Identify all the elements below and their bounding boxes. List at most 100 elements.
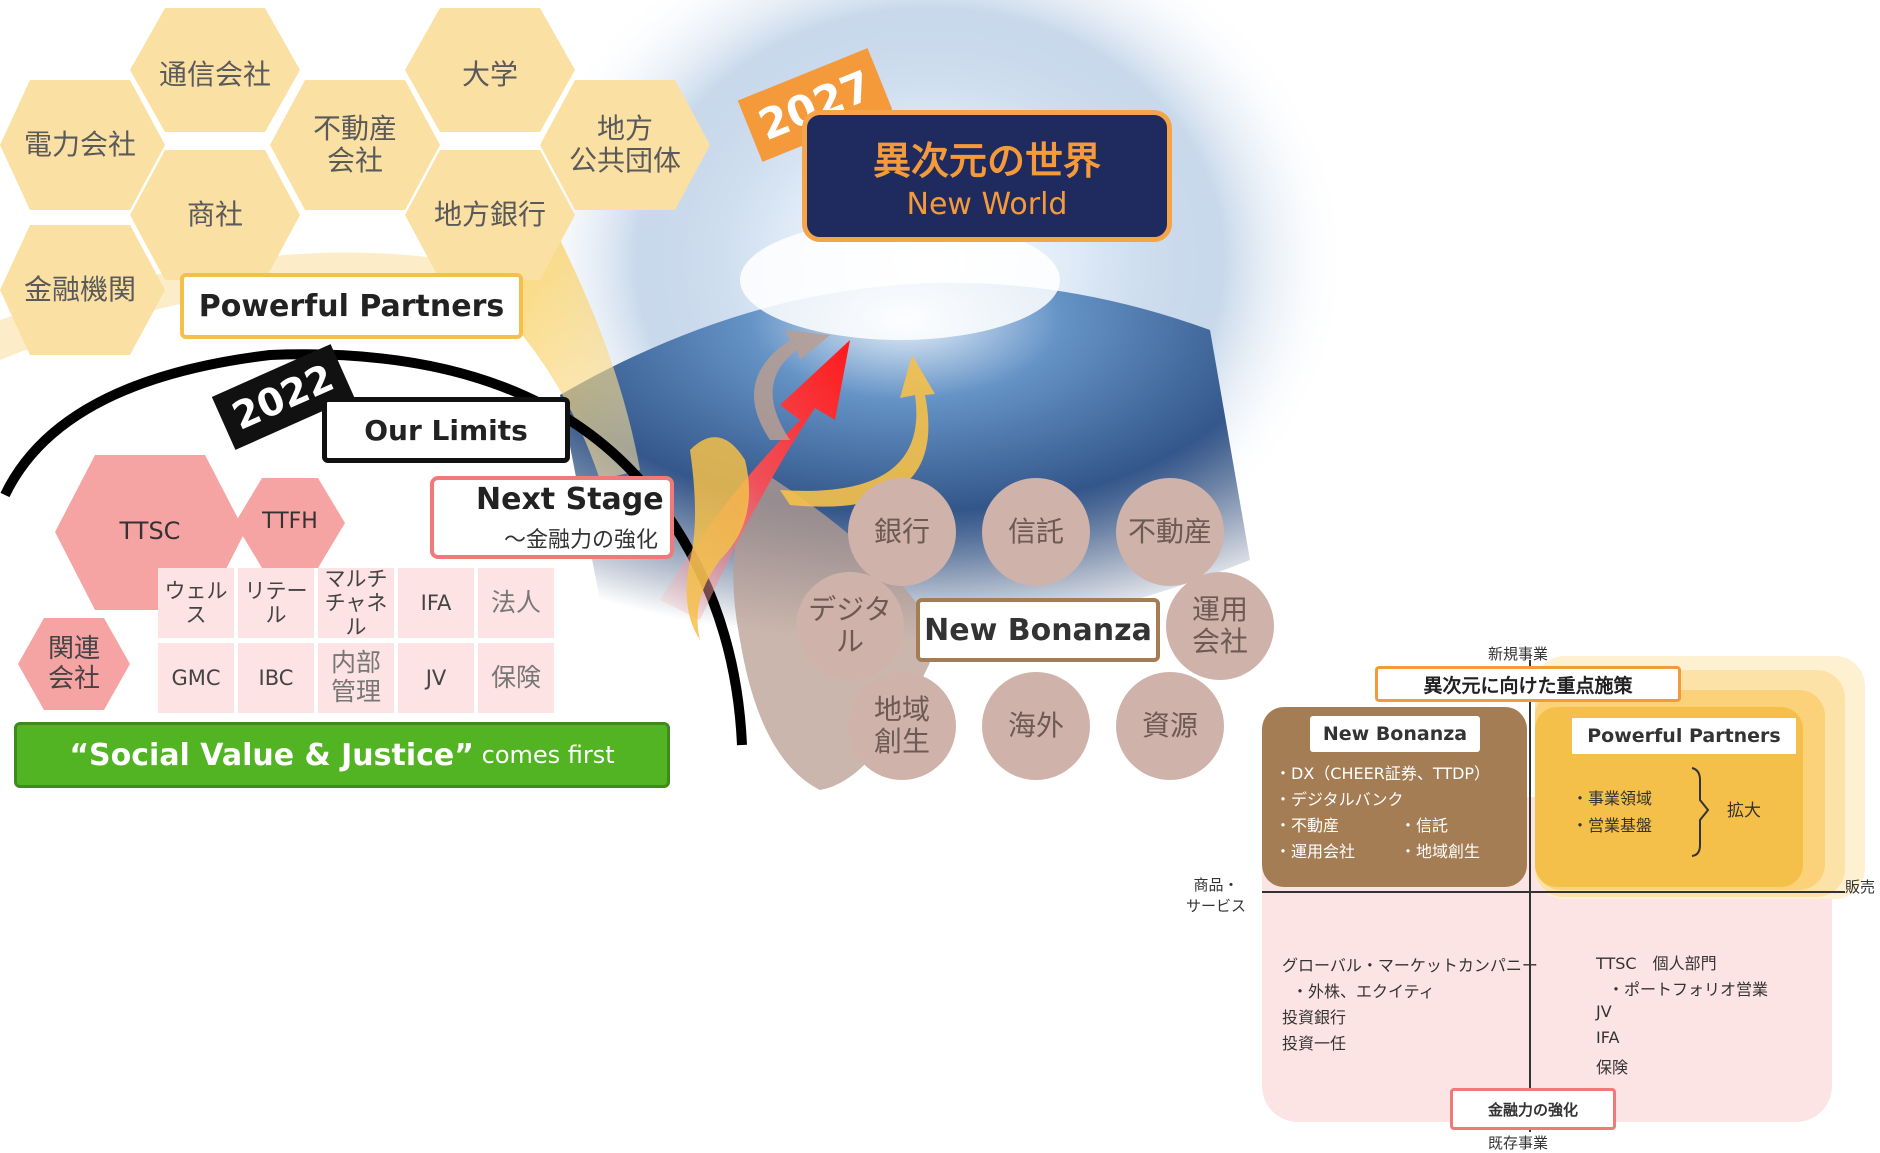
q1-item: ・運用会社	[1275, 842, 1356, 861]
partner-hex-label: 商社	[186, 197, 243, 231]
q2-items: ・事業領域 ・営業基盤	[1572, 785, 1702, 845]
partner-hex-label: 通信会社	[158, 57, 271, 91]
powerful-partners-label: Powerful Partners	[180, 273, 523, 339]
new-world-title: 異次元の世界	[872, 139, 1101, 183]
matrix-title: 異次元に向けた重点施策	[1375, 666, 1681, 702]
new-bonanza-text: New Bonanza	[924, 612, 1152, 648]
q1-items: ・DX（CHEER証券、TTDP） ・デジタルバンク ・不動産 ・信託 ・運用会…	[1275, 760, 1525, 880]
grid-cell-label: GMC	[171, 665, 221, 690]
q3-item: グローバル・マーケットカンパニー	[1282, 956, 1538, 975]
grid-cell-insurance: 保険	[478, 643, 554, 713]
grid-cell-jv: JV	[398, 643, 474, 713]
q1-item: ・地域創生	[1400, 842, 1481, 861]
q3-item: 投資銀行	[1282, 1008, 1347, 1027]
grid-cell-label: 法人	[490, 587, 541, 617]
q3-item: 投資一任	[1282, 1034, 1347, 1053]
partner-hex-trading: 商社	[145, 185, 285, 245]
partner-hex-label: 地方銀行	[433, 197, 546, 231]
partner-hex-regional-bank: 地方銀行	[420, 185, 560, 245]
q4-item: IFA	[1596, 1028, 1620, 1047]
our-limits-label: Our Limits	[322, 397, 570, 463]
circle-resources: 資源	[1116, 672, 1224, 780]
matrix-bottom-label-text: 金融力の強化	[1487, 1100, 1578, 1119]
grid-cell-label: ウェルス	[164, 578, 228, 627]
partner-hex-telecom: 通信会社	[145, 45, 285, 105]
circle-label: デジタル	[808, 592, 892, 658]
partner-hex-financial: 金融機関	[10, 260, 150, 320]
partner-hex-university: 大学	[420, 45, 560, 105]
social-value-banner: “Social Value & Justice” comes first	[14, 722, 670, 788]
circle-bank: 銀行	[848, 478, 956, 586]
circle-label: 銀行	[873, 514, 930, 548]
q1-title: New Bonanza	[1310, 716, 1480, 752]
q1-item: ・デジタルバンク	[1275, 790, 1404, 809]
social-value-quote: “Social Value & Justice”	[69, 737, 474, 773]
grid-cell-multichannel: マルチ チャネル	[318, 566, 394, 640]
partner-hex-local-gov: 地方 公共団体	[555, 110, 695, 180]
grid-cell-corporate: 法人	[478, 568, 554, 638]
grid-cell-label: リテール	[244, 578, 308, 627]
partner-hex-label: 大学	[461, 57, 518, 91]
grid-cell-label: IBC	[258, 665, 294, 690]
circle-regional: 地域 創生	[848, 672, 956, 780]
q2-title: Powerful Partners	[1570, 716, 1798, 756]
new-bonanza-label: New Bonanza	[916, 598, 1160, 662]
q3-items: グローバル・マーケットカンパニー ・外株、エクイティ 投資銀行 投資一任	[1282, 952, 1538, 1062]
circle-trust: 信託	[982, 478, 1090, 586]
q1-item: ・不動産	[1275, 816, 1340, 835]
matrix-bottom-label: 金融力の強化	[1450, 1088, 1616, 1130]
new-world-subtitle: New World	[906, 187, 1068, 222]
grid-cell-wealth: ウェルス	[158, 568, 234, 638]
q2-item: ・事業領域	[1572, 789, 1653, 808]
grid-cell-retail: リテール	[238, 568, 314, 638]
grid-cell-ifa: IFA	[398, 568, 474, 638]
matrix-top-axis: 新規事業	[1488, 645, 1549, 663]
next-stage-box: Next Stage ～金融力の強化	[430, 476, 674, 559]
q2-title-text: Powerful Partners	[1587, 725, 1781, 747]
kanren-hex: 関連 会社	[20, 625, 128, 705]
grid-cell-label: JV	[425, 665, 447, 690]
new-world-box: 異次元の世界 New World	[802, 110, 1172, 242]
q1-title-text: New Bonanza	[1322, 723, 1468, 745]
ttfh-hex: TTFH	[245, 502, 335, 542]
grid-cell-gmc: GMC	[158, 643, 234, 713]
ttsc-hex: TTSC	[90, 510, 210, 554]
circle-label: 運用 会社	[1191, 592, 1248, 658]
q3-item: ・外株、エクイティ	[1292, 982, 1435, 1001]
q2-expand: 拡大	[1727, 801, 1761, 821]
matrix-bottom-axis: 既存事業	[1488, 1134, 1549, 1152]
kanren-text: 関連 会社	[47, 634, 100, 694]
matrix-right-axis: 販売	[1845, 878, 1876, 896]
q2-item: ・営業基盤	[1572, 816, 1653, 835]
q4-items: TTSC 個人部門 ・ポートフォリオ営業 JV IFA 保険	[1596, 950, 1816, 1080]
partner-hex-label: 地方 公共団体	[568, 111, 681, 177]
ttsc-text: TTSC	[119, 517, 181, 546]
grid-cell-label: マルチ チャネル	[324, 566, 388, 640]
next-stage-subtitle: ～金融力の強化	[504, 528, 659, 553]
circle-digital: デジタル	[796, 572, 904, 680]
q4-item: TTSC 個人部門	[1596, 954, 1717, 973]
partner-hex-realestate: 不動産 会社	[285, 110, 425, 180]
circle-label: 不動産	[1127, 514, 1212, 548]
partner-hex-label: 金融機関	[23, 272, 136, 306]
grid-cell-internal-mgmt: 内部 管理	[318, 643, 394, 713]
partner-hex-label: 不動産 会社	[312, 111, 397, 177]
our-limits-text: Our Limits	[364, 413, 528, 447]
circle-label: 海外	[1007, 708, 1064, 742]
circle-label: 地域 創生	[873, 692, 930, 758]
partner-hex-power: 電力会社	[10, 115, 150, 175]
matrix-title-text: 異次元に向けた重点施策	[1423, 674, 1633, 697]
circle-label: 信託	[1007, 514, 1064, 548]
circle-overseas: 海外	[982, 672, 1090, 780]
next-stage-title: Next Stage	[476, 482, 664, 517]
grid-cell-label: 保険	[490, 662, 541, 692]
q1-item: ・信託	[1400, 816, 1449, 835]
q4-item: JV	[1596, 1002, 1612, 1021]
circle-realestate: 不動産	[1116, 478, 1224, 586]
q4-item: 保険	[1596, 1058, 1629, 1077]
matrix-left-axis: 商品・ サービス	[1186, 876, 1247, 915]
q1-item: ・DX（CHEER証券、TTDP）	[1275, 764, 1491, 783]
powerful-partners-text: Powerful Partners	[198, 288, 505, 324]
ttfh-text: TTFH	[262, 509, 318, 535]
circle-label: 資源	[1141, 708, 1198, 742]
